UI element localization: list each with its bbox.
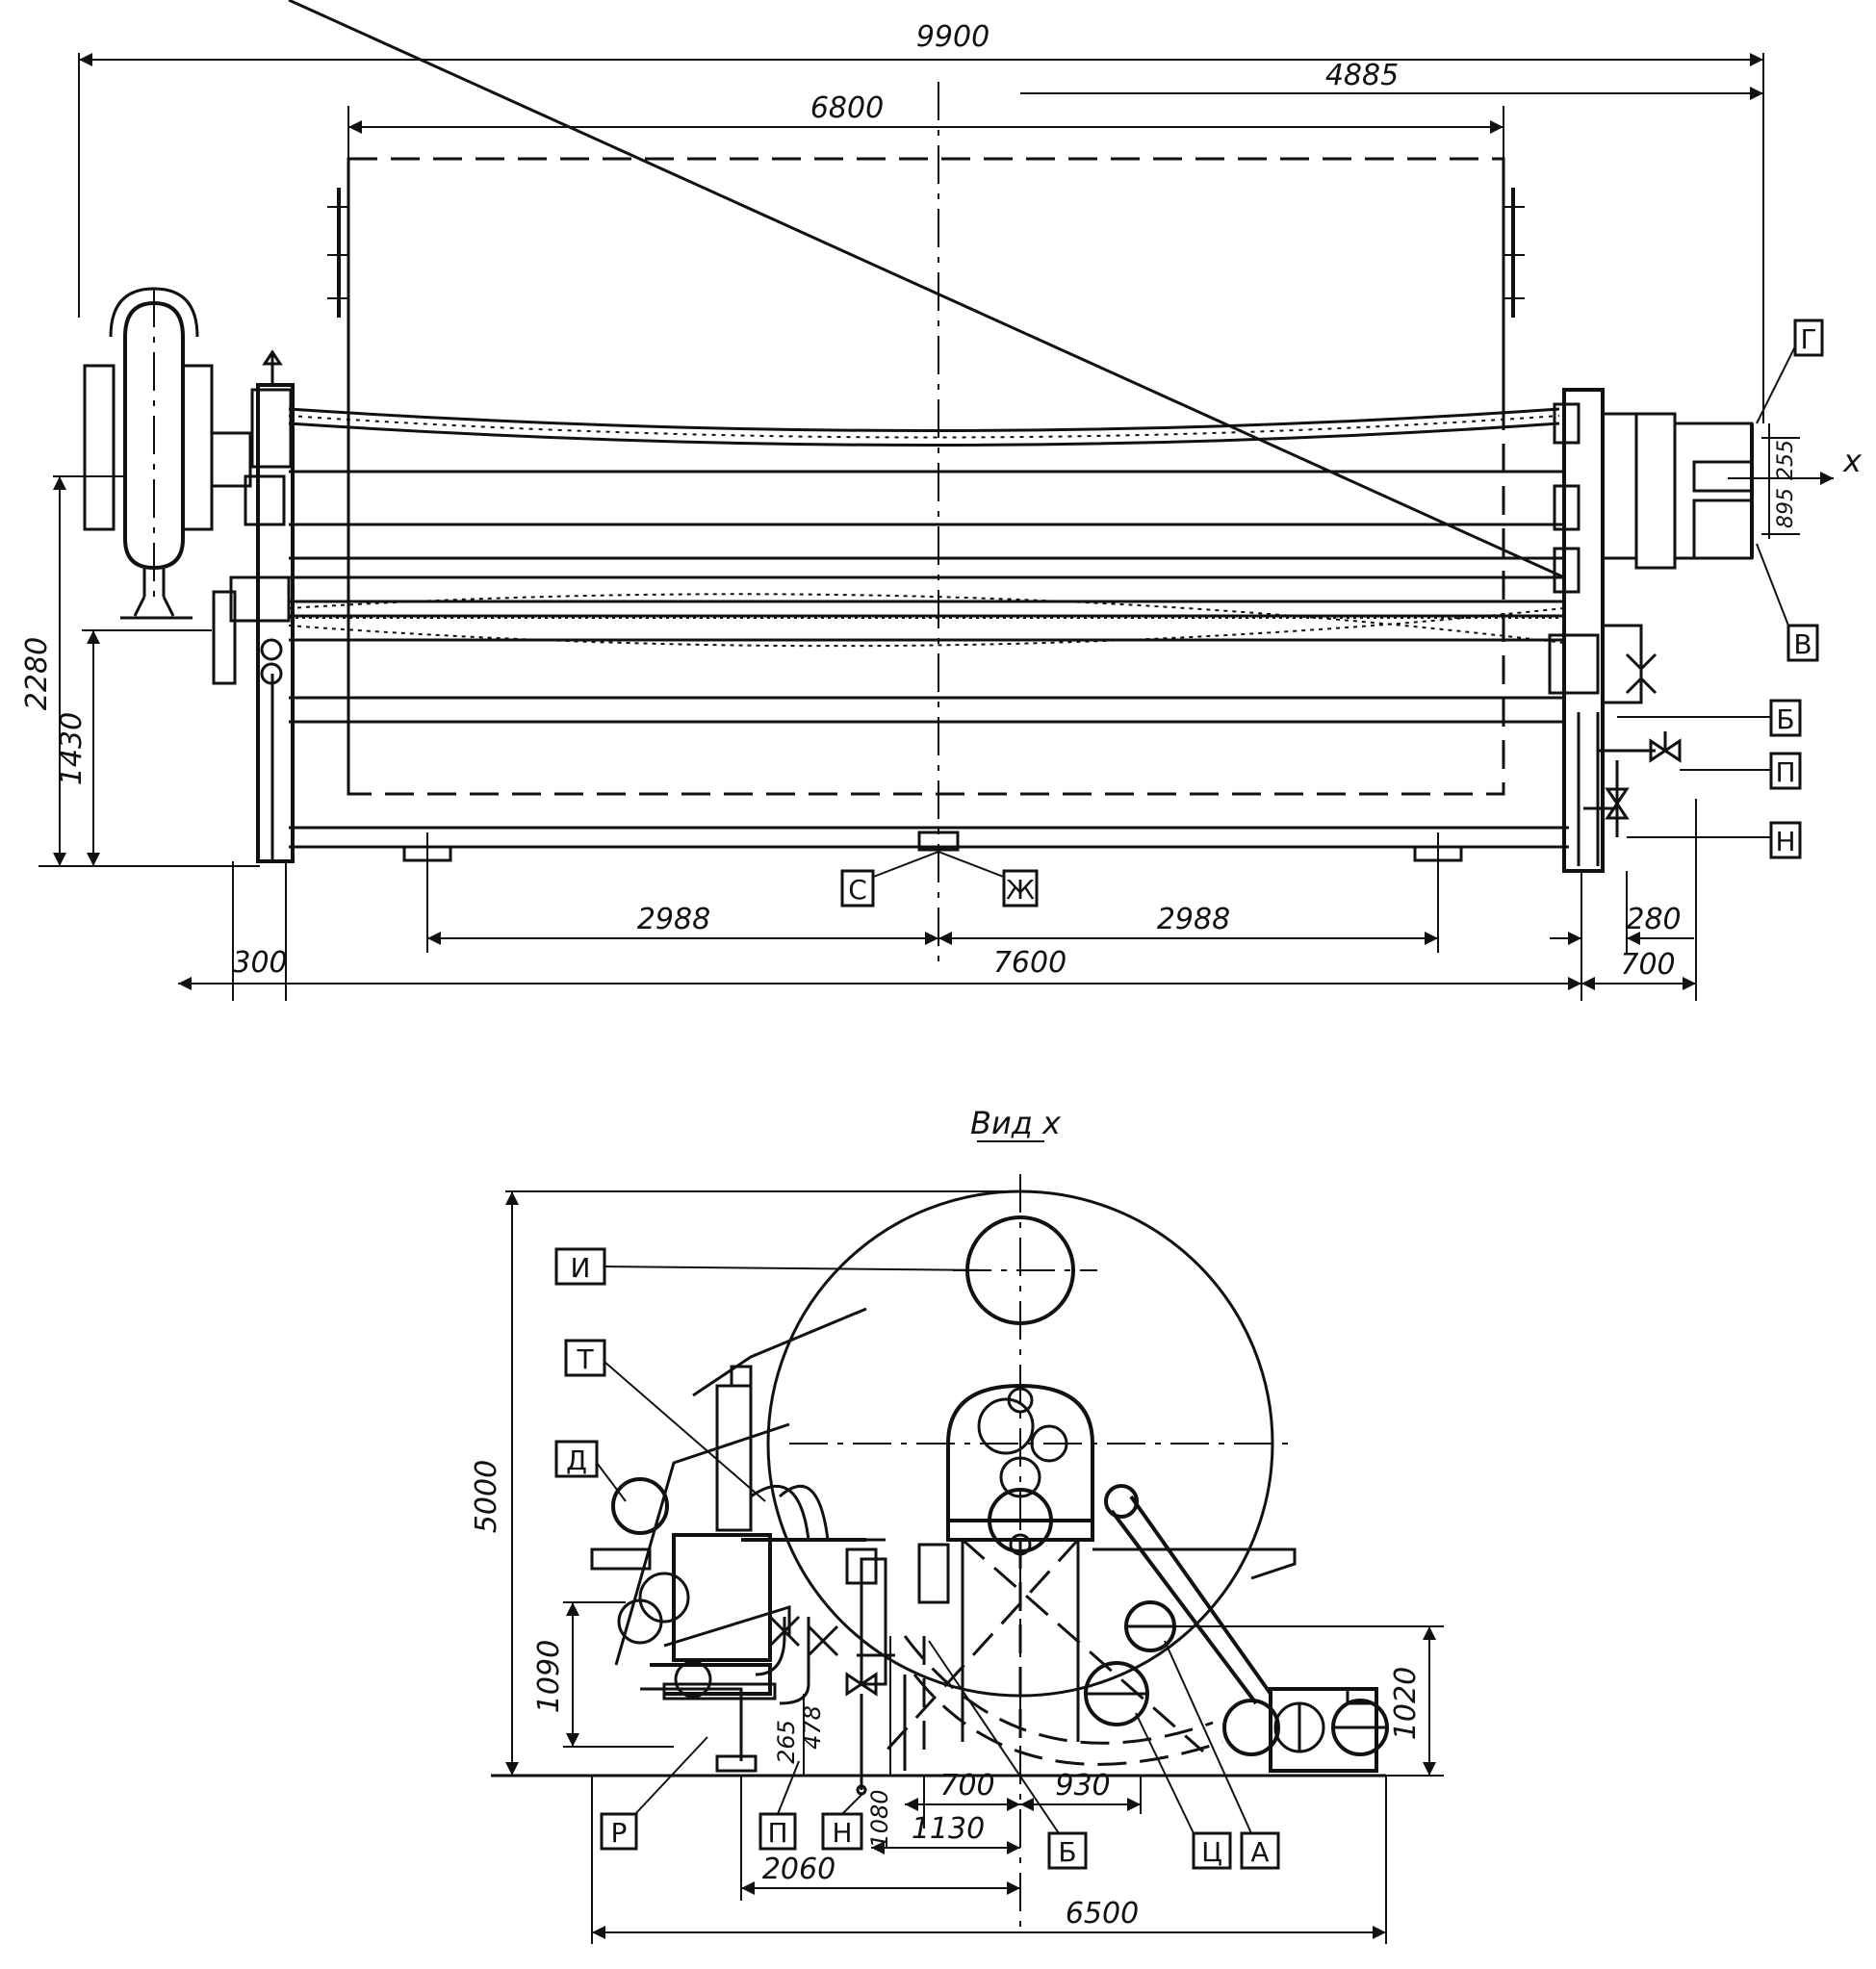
dim-label-1130: 1130 bbox=[912, 1812, 985, 1846]
gearbox bbox=[946, 1383, 1094, 1742]
dim-label-265: 265 bbox=[773, 1720, 800, 1764]
label-i-callout: И bbox=[554, 1247, 992, 1286]
upper-rope bbox=[288, 407, 1560, 447]
label-t: Т bbox=[576, 1343, 594, 1375]
dim-label-9900: 9900 bbox=[916, 20, 989, 54]
label-p-side-callout: П bbox=[758, 1760, 800, 1851]
right-lever bbox=[1084, 1484, 1297, 1726]
label-b-side-callout: Б bbox=[928, 1640, 1088, 1870]
dim-label-1020: 1020 bbox=[1389, 1667, 1423, 1740]
left-equipment bbox=[590, 1307, 950, 1796]
label-n: Н bbox=[1775, 826, 1795, 857]
dim-frame: 300 7600 280 700 bbox=[178, 799, 1697, 1001]
label-t-callout: Т bbox=[564, 1339, 766, 1502]
top-view: 9900 4885 6800 bbox=[20, 0, 1863, 1001]
label-v-callout: В bbox=[1756, 543, 1819, 662]
dim-side-small-verticals: 265 478 1080 bbox=[773, 1636, 893, 1849]
label-r: Р bbox=[611, 1817, 628, 1849]
dim-label-255: 255 bbox=[1774, 440, 1798, 480]
dim-label-2988-left: 2988 bbox=[637, 903, 710, 936]
dim-side-height: 5000 bbox=[470, 1190, 1020, 1776]
label-n-side-callout: Н bbox=[821, 1794, 863, 1851]
dim-cylinder-length: 6800 bbox=[347, 91, 1504, 168]
dim-label-1080: 1080 bbox=[866, 1789, 893, 1848]
lower-rope bbox=[288, 593, 1565, 648]
dim-label-700: 700 bbox=[1620, 948, 1675, 982]
dim-label-5000: 5000 bbox=[470, 1460, 503, 1533]
dim-label-280: 280 bbox=[1626, 903, 1681, 936]
interior-dashed bbox=[884, 1538, 1223, 1766]
left-motor bbox=[83, 287, 252, 620]
label-v: В bbox=[1793, 628, 1812, 660]
side-view: Вид х bbox=[470, 1105, 1444, 1944]
dim-right-offset: 4885 bbox=[1020, 59, 1763, 100]
label-b: Б bbox=[1776, 703, 1794, 735]
dim-label-930: 930 bbox=[1055, 1769, 1110, 1803]
label-p-callout: П bbox=[1680, 752, 1802, 790]
label-n-callout: Н bbox=[1627, 821, 1802, 859]
side-view-title: Вид х bbox=[970, 1105, 1062, 1141]
view-x-label: x bbox=[1842, 443, 1863, 479]
label-b-side: Б bbox=[1058, 1836, 1076, 1868]
label-g: Г bbox=[1800, 323, 1816, 355]
label-p: П bbox=[1775, 756, 1795, 788]
label-g-callout: Г bbox=[1756, 319, 1824, 424]
dim-side-2060: 2060 bbox=[740, 1776, 1020, 1901]
label-ts-callout: Ц bbox=[1135, 1712, 1232, 1870]
label-i: И bbox=[571, 1252, 591, 1284]
dim-label-1430: 1430 bbox=[55, 712, 89, 785]
label-zh: Ж bbox=[1006, 874, 1035, 906]
dim-label-1090: 1090 bbox=[532, 1640, 566, 1713]
label-a-callout: А bbox=[1164, 1640, 1280, 1870]
label-s-zh-callout: С Ж bbox=[840, 851, 1039, 908]
dim-label-2060: 2060 bbox=[762, 1853, 835, 1886]
dim-label-6500: 6500 bbox=[1066, 1897, 1139, 1931]
label-p-side: П bbox=[767, 1817, 787, 1849]
dim-overall-length: 9900 bbox=[78, 20, 1764, 423]
dim-label-2988-right: 2988 bbox=[1157, 903, 1230, 936]
dim-label-d700: 700 bbox=[939, 1769, 994, 1803]
dim-label-300: 300 bbox=[232, 946, 287, 980]
label-s: С bbox=[848, 874, 867, 906]
right-mechanism bbox=[1548, 388, 1754, 873]
dim-side-1090: 1090 bbox=[532, 1601, 674, 1748]
dim-heights: 2280 1430 bbox=[20, 475, 260, 867]
label-a: А bbox=[1250, 1836, 1269, 1868]
rolls bbox=[288, 0, 1565, 724]
dim-label-895: 895 bbox=[1774, 488, 1798, 528]
left-stand bbox=[212, 349, 295, 863]
dim-supports: 2988 2988 bbox=[426, 832, 1439, 953]
dim-side-1130: 1130 bbox=[871, 1812, 1020, 1854]
dim-label-2280: 2280 bbox=[20, 637, 54, 710]
label-r-callout: Р bbox=[600, 1736, 708, 1851]
label-d-callout: Д bbox=[554, 1440, 627, 1502]
right-motor bbox=[1222, 1687, 1389, 1773]
label-n-side: Н bbox=[832, 1817, 852, 1849]
dim-right-small: 255 895 bbox=[1761, 423, 1800, 539]
dim-label-4885: 4885 bbox=[1325, 59, 1399, 92]
dim-label-7600: 7600 bbox=[993, 946, 1066, 980]
dim-side-6500: 6500 bbox=[591, 1776, 1387, 1944]
dim-label-6800: 6800 bbox=[810, 91, 884, 125]
cylinder-end-brackets bbox=[327, 188, 1525, 318]
dim-side-1020: 1020 bbox=[1155, 1625, 1444, 1777]
label-d: Д bbox=[566, 1445, 587, 1476]
label-b-callout: Б bbox=[1617, 699, 1802, 737]
label-ts: Ц bbox=[1201, 1836, 1222, 1868]
